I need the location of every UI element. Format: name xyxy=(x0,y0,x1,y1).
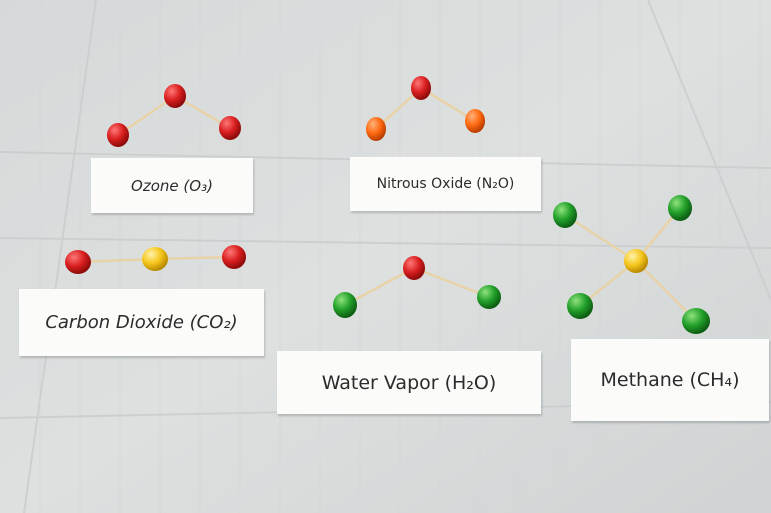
red-candy-atom xyxy=(65,250,91,274)
green-candy-atom xyxy=(682,308,710,334)
green-candy-atom xyxy=(333,292,357,318)
toothpick xyxy=(564,213,637,263)
water-vapor-label: Water Vapor (H₂O) xyxy=(277,351,541,414)
methane-label-text: Methane (CH₄) xyxy=(600,369,740,391)
yellow-candy-atom xyxy=(624,249,648,273)
methane-label: Methane (CH₄) xyxy=(571,339,769,421)
toothpick xyxy=(635,260,697,322)
green-candy-atom xyxy=(553,202,577,228)
red-candy-atom xyxy=(222,245,246,269)
red-candy-atom xyxy=(219,116,241,140)
methane-molecule xyxy=(553,195,710,334)
green-candy-atom xyxy=(668,195,692,221)
green-candy-atom xyxy=(477,285,501,309)
red-candy-atom xyxy=(107,123,129,147)
red-candy-atom xyxy=(411,76,431,100)
ozone-molecule xyxy=(107,84,241,147)
carbon-dioxide-label-text: Carbon Dioxide (CO₂) xyxy=(45,312,238,333)
nitrous-oxide-label-text: Nitrous Oxide (N₂O) xyxy=(376,176,515,192)
carbon-dioxide-label: Carbon Dioxide (CO₂) xyxy=(19,289,264,356)
orange-candy-atom xyxy=(366,117,386,141)
water-vapor-molecule xyxy=(333,256,501,318)
red-candy-atom xyxy=(164,84,186,108)
nitrous-oxide-label: Nitrous Oxide (N₂O) xyxy=(350,157,541,211)
ozone-label-text: Ozone (O₃) xyxy=(131,176,213,195)
water-vapor-label-text: Water Vapor (H₂O) xyxy=(321,371,497,394)
toothpick xyxy=(413,266,490,299)
orange-candy-atom xyxy=(465,109,485,133)
toothpick xyxy=(117,94,176,137)
toothpick xyxy=(154,255,235,261)
ozone-label: Ozone (O₃) xyxy=(91,158,253,213)
toothpick xyxy=(420,86,476,123)
board-ribs xyxy=(39,0,761,513)
red-candy-atom xyxy=(403,256,425,280)
yellow-candy-atom xyxy=(142,247,168,271)
carbon-dioxide-molecule xyxy=(65,245,246,274)
green-candy-atom xyxy=(567,293,593,319)
toothpick xyxy=(344,266,415,307)
nitrous-oxide-molecule xyxy=(366,76,485,141)
